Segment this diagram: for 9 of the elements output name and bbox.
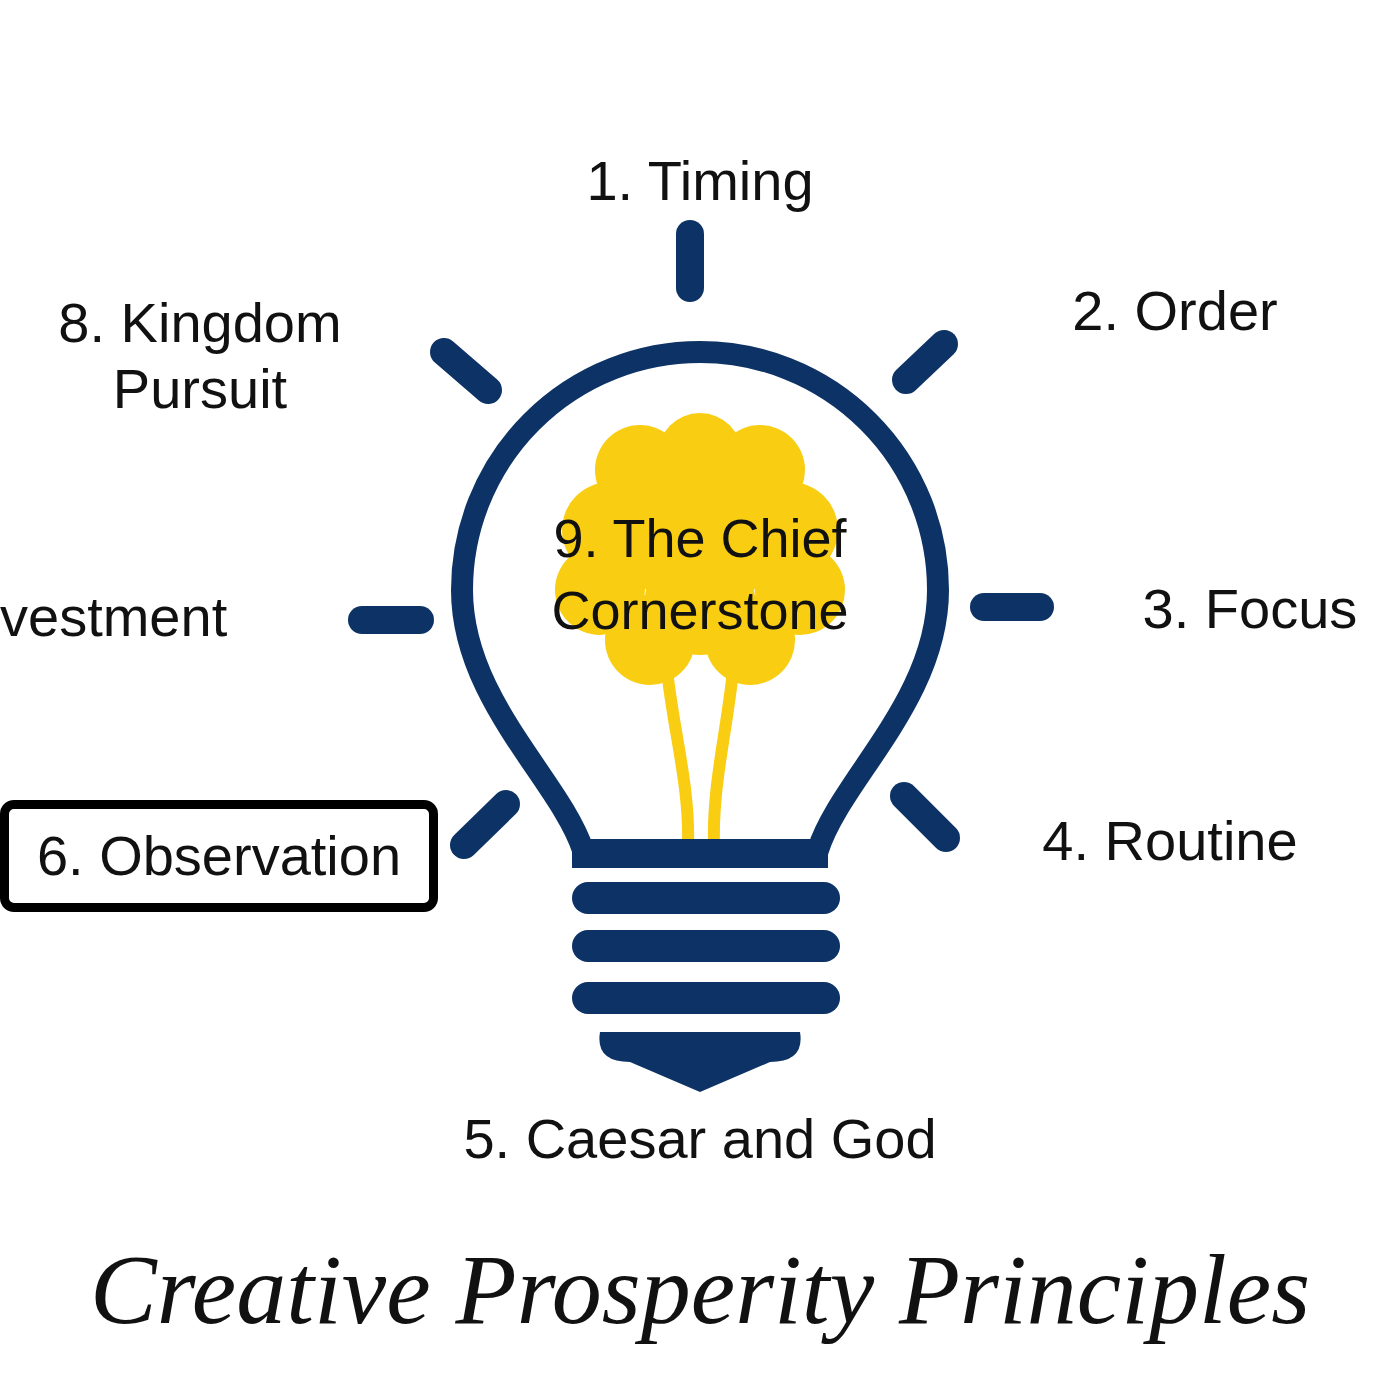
principle-label: 8. Kingdom Pursuit (57, 290, 343, 422)
principle-label: 5. Caesar and God (462, 1106, 938, 1172)
principle-label: 3. Focus (1141, 576, 1359, 642)
principle-label: 1. Timing (585, 148, 815, 214)
principle-label: 4. Routine (1041, 808, 1299, 874)
caption: Creative Prosperity Principles (88, 1233, 1312, 1347)
outlined-label-box: 6. Observation (0, 800, 438, 912)
principle-label: 2. Order (1071, 278, 1279, 344)
principle-label: vestment (0, 584, 229, 650)
